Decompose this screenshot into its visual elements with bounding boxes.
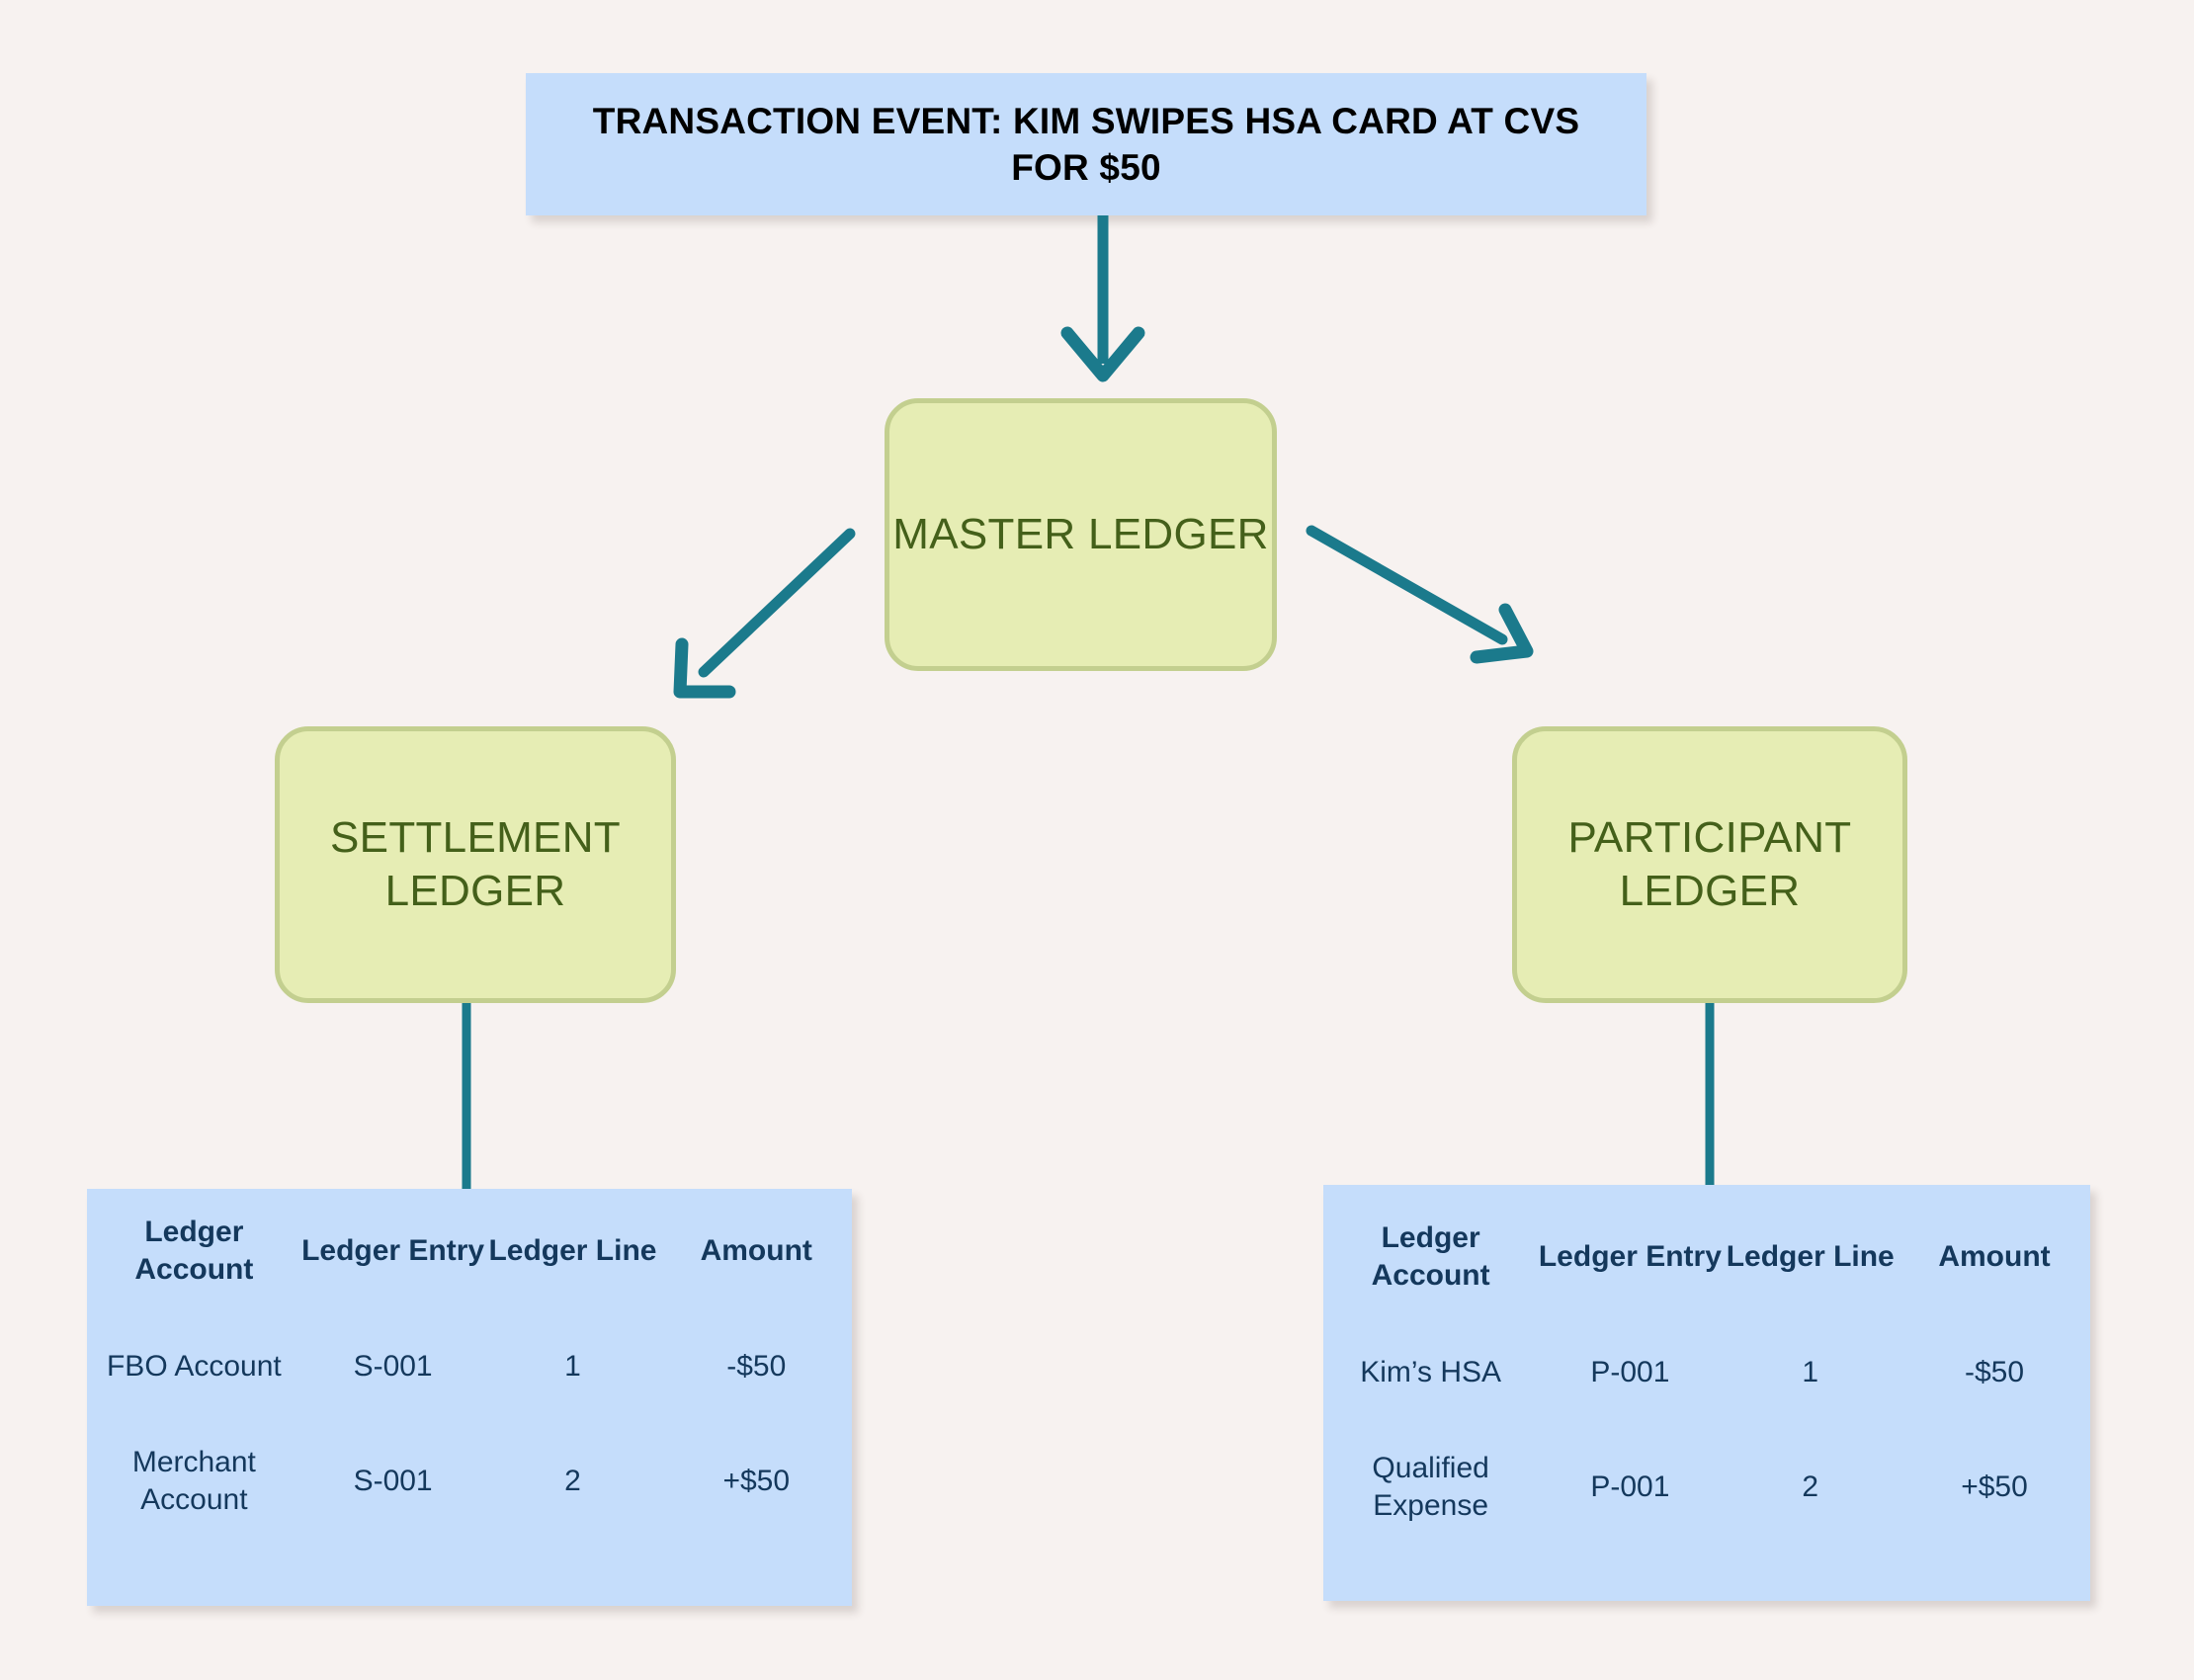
cell-ledger-entry: S-001 — [353, 1350, 433, 1384]
node-settlement-ledger-label: SETTLEMENT LEDGER — [330, 813, 621, 915]
column-header-ledger-line: Ledger Line — [1726, 1240, 1895, 1274]
column-header-ledger-entry: Ledger Entry — [301, 1234, 485, 1268]
cell-amount: +$50 — [722, 1465, 791, 1498]
table-header-row: Ledger Account Ledger Entry Ledger Line … — [1323, 1199, 2090, 1315]
column-header-amount: Amount — [1938, 1240, 2051, 1274]
column-header-ledger-line: Ledger Line — [488, 1234, 657, 1268]
cell-ledger-entry: S-001 — [353, 1465, 433, 1498]
column-header-ledger-account: Ledger Account — [134, 1216, 254, 1286]
cell-ledger-line: 1 — [1802, 1356, 1819, 1389]
table-header-row: Ledger Account Ledger Entry Ledger Line … — [87, 1189, 852, 1309]
node-participant-ledger-label: PARTICIPANT LEDGER — [1567, 813, 1852, 915]
transaction-event-banner-label: TRANSACTION EVENT: KIM SWIPES HSA CARD A… — [592, 100, 1580, 188]
cell-ledger-line: 2 — [1802, 1470, 1819, 1504]
edge-master-to-settlement-arrow-icon — [673, 528, 856, 699]
table-row: Qualified Expense P-001 2 +$50 — [1323, 1430, 2090, 1545]
cell-ledger-account: Kim’s HSA — [1360, 1356, 1502, 1389]
cell-amount: +$50 — [1961, 1470, 2028, 1504]
cell-amount: -$50 — [1964, 1356, 2024, 1389]
cell-ledger-entry: P-001 — [1590, 1470, 1670, 1504]
edge-banner-to-master-arrow-icon — [1060, 215, 1145, 382]
participant-table: Ledger Account Ledger Entry Ledger Line … — [1323, 1199, 2090, 1545]
cell-ledger-line: 1 — [564, 1350, 581, 1384]
cell-ledger-line: 2 — [564, 1465, 581, 1498]
edge-master-to-participant-arrow-icon — [1306, 525, 1534, 664]
settlement-table: Ledger Account Ledger Entry Ledger Line … — [87, 1189, 852, 1539]
node-master-ledger-label: MASTER LEDGER — [892, 510, 1269, 559]
cell-ledger-account: Qualified Expense — [1372, 1452, 1489, 1522]
column-header-amount: Amount — [700, 1234, 812, 1268]
table-row: Merchant Account S-001 2 +$50 — [87, 1424, 852, 1539]
node-settlement-ledger[interactable]: SETTLEMENT LEDGER — [275, 726, 676, 1003]
column-header-ledger-entry: Ledger Entry — [1538, 1240, 1722, 1274]
column-header-ledger-account: Ledger Account — [1371, 1221, 1490, 1292]
cell-ledger-account: Merchant Account — [131, 1446, 256, 1516]
table-row: FBO Account S-001 1 -$50 — [87, 1309, 852, 1424]
node-master-ledger[interactable]: MASTER LEDGER — [885, 398, 1277, 671]
cell-amount: -$50 — [726, 1350, 787, 1384]
settlement-ledger-table: Ledger Account Ledger Entry Ledger Line … — [87, 1189, 852, 1606]
node-participant-ledger[interactable]: PARTICIPANT LEDGER — [1512, 726, 1907, 1003]
participant-ledger-table: Ledger Account Ledger Entry Ledger Line … — [1323, 1185, 2090, 1601]
cell-ledger-entry: P-001 — [1590, 1356, 1670, 1389]
table-row: Kim’s HSA P-001 1 -$50 — [1323, 1315, 2090, 1430]
cell-ledger-account: FBO Account — [106, 1350, 282, 1384]
transaction-event-banner: TRANSACTION EVENT: KIM SWIPES HSA CARD A… — [526, 73, 1646, 215]
